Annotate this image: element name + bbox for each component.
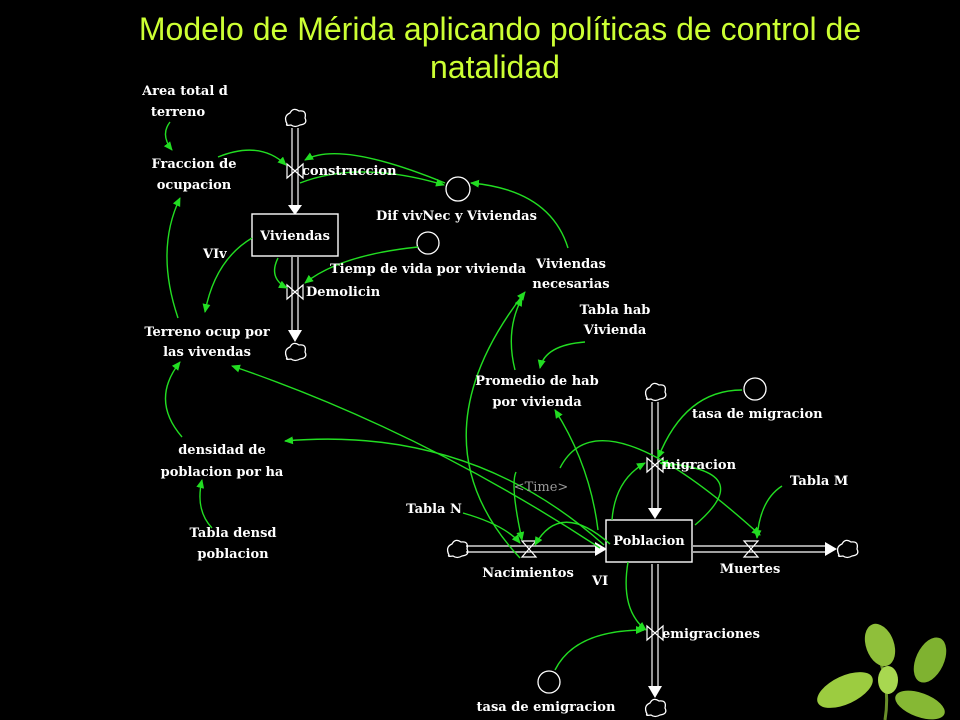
- label-vi: VI: [591, 574, 608, 589]
- aux-tasa-emigracion-circle: [537, 670, 561, 694]
- label-demolicin: Demolicin: [306, 285, 381, 300]
- stock-viviendas: [251, 213, 339, 257]
- label-viviendas-nec-2: necesarias: [532, 277, 609, 292]
- cloud-icon: [284, 108, 307, 128]
- label-tasa-migracion: tasa de migracion: [692, 407, 823, 422]
- aux-tasa-migracion-circle: [743, 377, 767, 401]
- label-tabla-densd-2: poblacion: [197, 547, 269, 562]
- cloud-icon: [644, 698, 667, 718]
- title-line-2: natalidad: [430, 49, 560, 85]
- slide-title: Modelo de Mérida aplicando políticas de …: [0, 10, 960, 86]
- aux-tiemp-circle: [416, 231, 440, 255]
- label-fraccion-2: ocupacion: [157, 178, 232, 193]
- label-time: <Time>: [514, 480, 569, 495]
- valve-construccion-icon: [286, 162, 304, 180]
- label-viv: VIv: [202, 247, 227, 262]
- label-nacimientos: Nacimientos: [482, 566, 574, 581]
- label-terreno-ocup-1: Terreno ocup por: [144, 325, 269, 340]
- label-fraccion-1: Fraccion de: [151, 157, 236, 172]
- label-densidad-1: densidad de: [178, 443, 266, 458]
- label-tabla-densd-1: Tabla densd: [189, 526, 276, 541]
- label-emigraciones: emigraciones: [662, 627, 760, 642]
- label-viviendas: Viviendas: [259, 229, 330, 244]
- label-tabla-hab-1: Tabla hab: [580, 303, 651, 318]
- label-terreno-ocup-2: las vivendas: [163, 345, 251, 360]
- label-tiemp: Tiemp de vida por vivienda: [330, 262, 527, 277]
- label-tabla-m: Tabla M: [790, 474, 848, 489]
- plant-sprout-icon: [817, 623, 947, 720]
- cloud-icon: [836, 539, 859, 559]
- label-densidad-2: poblacion por ha: [161, 465, 284, 480]
- label-construccion: construccion: [302, 164, 397, 179]
- label-tabla-hab-2: Vivienda: [583, 323, 647, 338]
- label-tabla-n: Tabla N: [406, 502, 462, 517]
- label-migracion: migracion: [662, 458, 737, 473]
- title-line-1: Modelo de Mérida aplicando políticas de …: [138, 11, 862, 47]
- label-area-total-2: terreno: [151, 105, 206, 120]
- label-muertes: Muertes: [720, 562, 781, 577]
- stock-poblacion: [605, 519, 693, 563]
- cloud-icon: [284, 342, 307, 362]
- label-poblacion: Poblacion: [613, 534, 685, 549]
- cloud-icon: [644, 382, 667, 402]
- label-promedio-1: Promedio de hab: [475, 374, 598, 389]
- aux-dif-circle: [445, 176, 471, 202]
- label-promedio-2: por vivienda: [492, 395, 582, 410]
- label-area-total-1: Area total d: [141, 84, 228, 99]
- label-viviendas-nec-1: Viviendas: [535, 257, 606, 272]
- causal-links: [163, 121, 783, 671]
- valve-nacimientos-icon: [520, 540, 538, 558]
- label-tasa-emigracion: tasa de emigracion: [477, 700, 616, 715]
- cloud-icon: [446, 539, 469, 559]
- label-dif: Dif vivNec y Viviendas: [376, 209, 537, 224]
- valve-emigraciones-icon: [646, 624, 664, 642]
- cloud-icons: [284, 108, 859, 718]
- valve-muertes-icon: [742, 540, 760, 558]
- valve-demolicion-icon: [286, 283, 304, 301]
